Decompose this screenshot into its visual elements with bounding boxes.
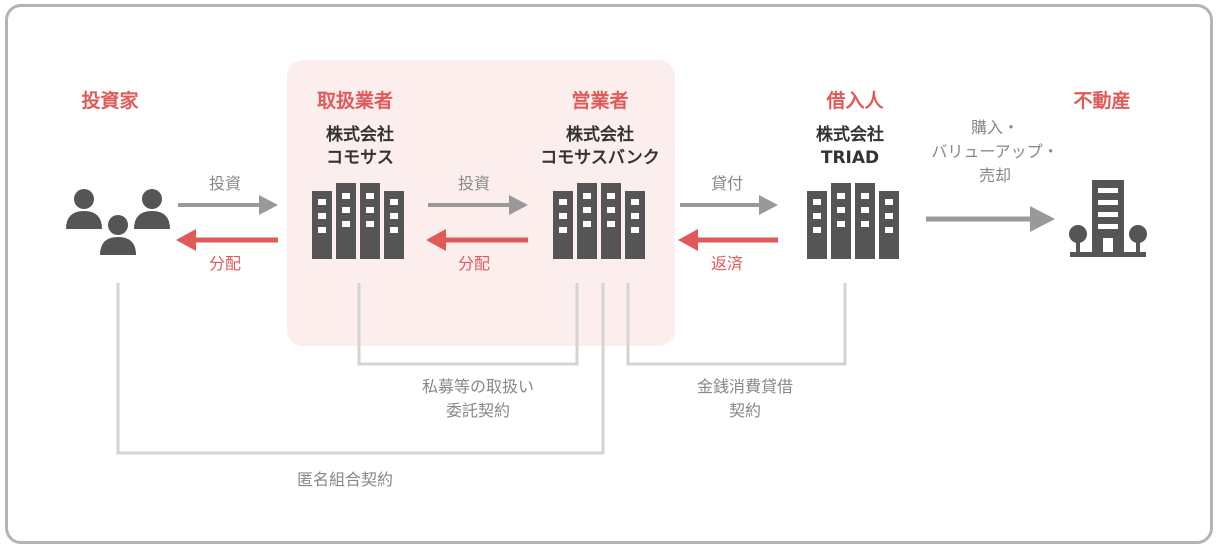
arrow-invest-1 <box>178 195 278 215</box>
contract-lines <box>116 283 847 455</box>
label-purchase-line3: 売却 <box>978 166 1011 185</box>
label-lend: 貸付 <box>710 174 743 193</box>
company-borrower-line2: TRIAD <box>820 148 880 168</box>
role-borrower: 借入人 <box>826 90 884 112</box>
label-distribute-1: 分配 <box>208 254 241 273</box>
operator-building-icon <box>553 183 645 259</box>
handler-building-icon <box>312 183 404 259</box>
company-operator: 株式会社 コモサスバンク <box>520 124 680 170</box>
role-real-estate: 不動産 <box>1073 90 1131 112</box>
gray-arrows <box>178 195 1055 232</box>
company-operator-line2: コモサスバンク <box>540 148 660 168</box>
arrow-distribute-2 <box>426 229 528 251</box>
role-investor: 投資家 <box>81 90 139 112</box>
apartment-building-with-trees-icon <box>1069 180 1147 257</box>
label-loan-line2: 契約 <box>728 401 761 420</box>
line-private-placement <box>357 283 579 366</box>
role-operator: 営業者 <box>571 90 629 112</box>
line-silent-partnership <box>116 283 605 455</box>
label-private-placement-contract: 私募等の取扱い 委託契約 <box>388 375 568 423</box>
label-purchase: 購入・ バリューアップ・ 売却 <box>900 116 1090 188</box>
label-loan-line1: 金銭消費貸借 <box>696 377 793 396</box>
label-purchase-line1: 購入・ <box>970 118 1019 137</box>
red-arrows <box>176 229 778 251</box>
company-handler: 株式会社 コモサス <box>300 124 420 170</box>
company-handler-line2: コモサス <box>326 148 394 168</box>
arrow-purchase <box>926 206 1055 232</box>
label-purchase-line2: バリューアップ・ <box>931 142 1059 161</box>
borrower-building-icon <box>807 183 899 259</box>
arrow-repay <box>678 229 778 251</box>
label-invest-1: 投資 <box>208 174 241 193</box>
label-invest-2: 投資 <box>457 174 490 193</box>
label-repay: 返済 <box>710 254 743 273</box>
label-private-placement-line1: 私募等の取扱い <box>421 377 534 396</box>
company-handler-line1: 株式会社 <box>326 125 394 145</box>
label-loan-contract: 金銭消費貸借 契約 <box>660 375 830 423</box>
company-borrower-line1: 株式会社 <box>816 125 884 145</box>
arrow-distribute-1 <box>176 229 278 251</box>
company-operator-line1: 株式会社 <box>566 125 634 145</box>
role-handler: 取扱業者 <box>316 90 393 112</box>
arrow-lend <box>680 195 778 215</box>
label-distribute-2: 分配 <box>457 254 490 273</box>
arrow-invest-2 <box>428 195 528 215</box>
label-private-placement-line2: 委託契約 <box>445 401 510 420</box>
company-borrower: 株式会社 TRIAD <box>790 124 910 170</box>
line-loan <box>626 283 847 366</box>
label-silent-partnership-contract: 匿名組合契約 <box>296 470 393 489</box>
people-group-icon <box>66 189 170 255</box>
